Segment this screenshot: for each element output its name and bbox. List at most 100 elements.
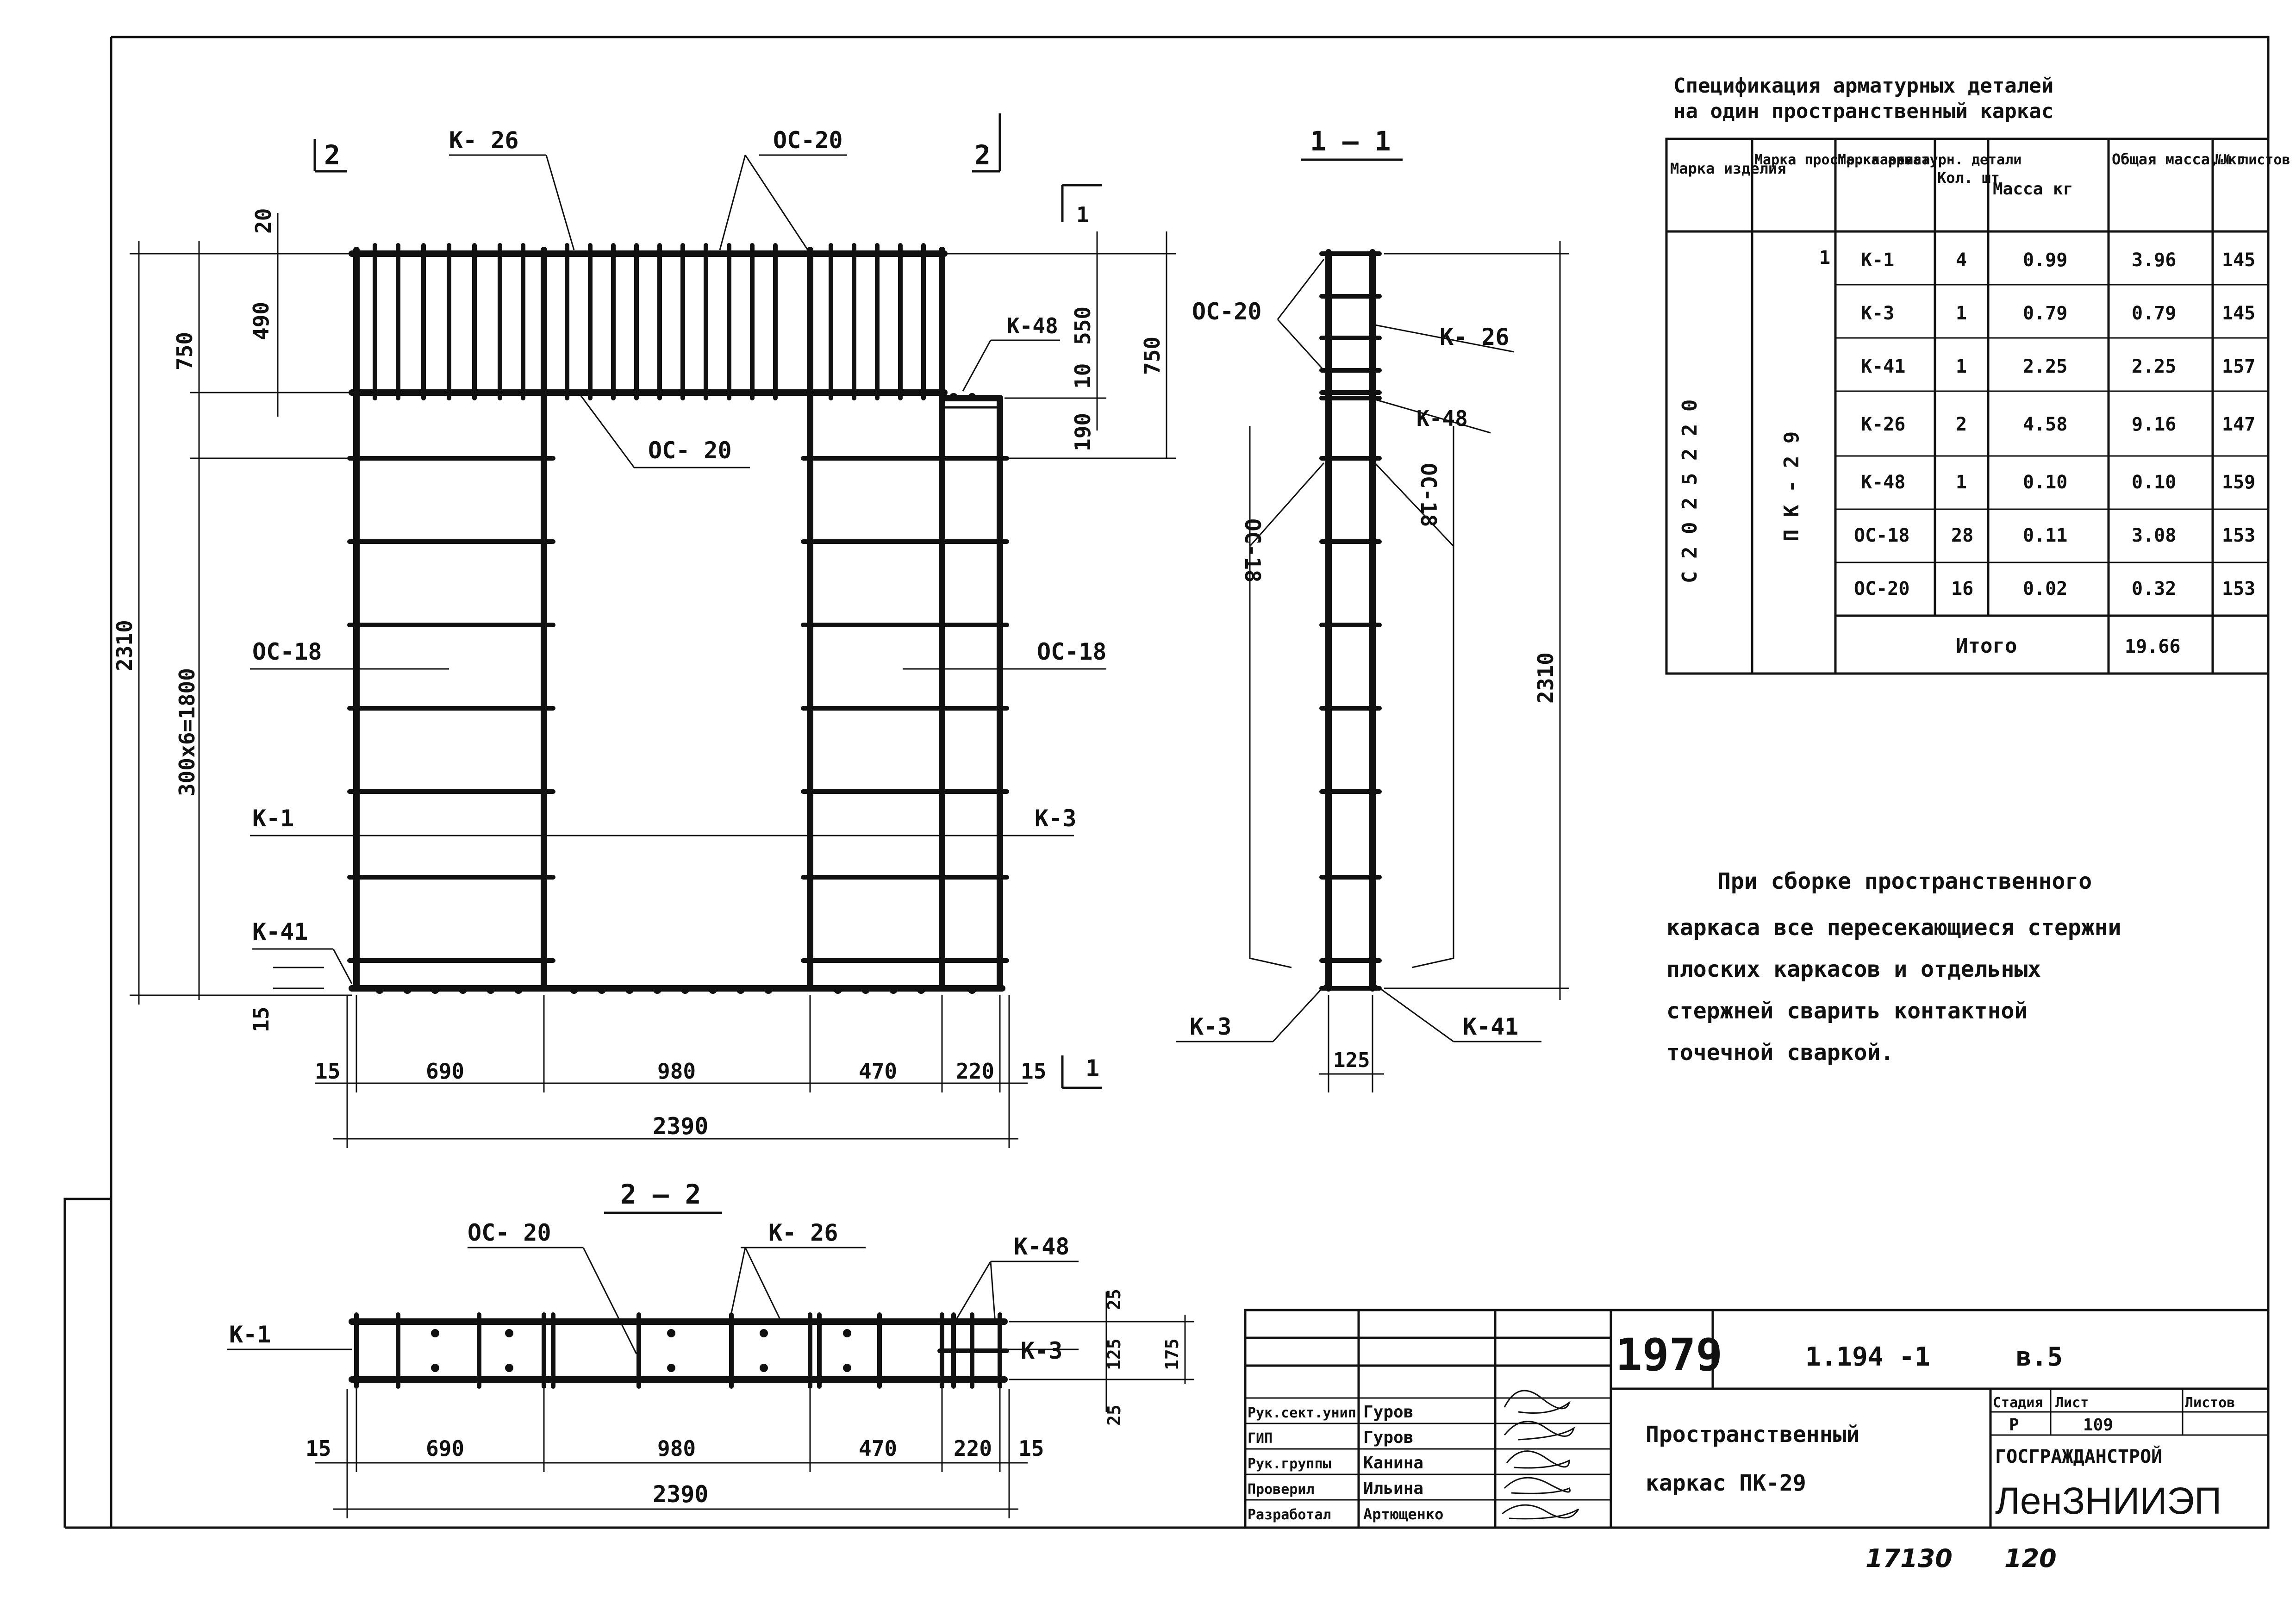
- svg-text:Канина: Канина: [1363, 1454, 1423, 1473]
- svg-text:1: 1: [1086, 1055, 1099, 1082]
- svg-text:К- 26: К- 26: [1440, 324, 1510, 350]
- svg-text:ОС- 20: ОС- 20: [468, 1219, 551, 1246]
- svg-text:К-41: К-41: [1861, 356, 1905, 377]
- spec-total-value: 19.66: [2125, 636, 2180, 657]
- svg-text:ОС-20: ОС-20: [1192, 298, 1262, 325]
- specification-table: Спецификация арматурных деталей на один …: [1665, 74, 2290, 675]
- svg-text:Общая масса, кг: Общая масса, кг: [2112, 150, 2246, 168]
- svg-text:ОС-18: ОС-18: [1240, 518, 1265, 582]
- svg-text:2: 2: [1956, 414, 1967, 435]
- svg-text:1: 1: [1956, 356, 1967, 377]
- svg-text:125: 125: [1104, 1338, 1124, 1370]
- svg-text:плоских каркасов и отдельных: плоских каркасов и отдельных: [1666, 956, 2041, 982]
- svg-text:С 2 0 2 5 2 2 0: С 2 0 2 5 2 2 0: [1678, 399, 1702, 583]
- svg-text:К-41: К-41: [1463, 1013, 1518, 1040]
- svg-text:1: 1: [1956, 472, 1967, 493]
- spec-title-line1: Спецификация арматурных деталей: [1673, 74, 2053, 98]
- archive-number: 17130: [1866, 1544, 1953, 1573]
- svg-text:980: 980: [657, 1059, 696, 1084]
- svg-text:Лист: Лист: [2055, 1395, 2089, 1411]
- svg-text:К-48: К-48: [1014, 1233, 1069, 1260]
- svg-text:Гуров: Гуров: [1363, 1403, 1413, 1422]
- svg-text:220: 220: [956, 1059, 994, 1084]
- svg-text:Марка простр. каркаса: Марка простр. каркаса: [1754, 152, 1930, 168]
- svg-text:ОС-18: ОС-18: [1854, 525, 1909, 546]
- signature-roles: Рук.сект.унип Гуров ГИП Гуров Рук.группы…: [1248, 1403, 1443, 1523]
- spec-total-label: Итого: [1956, 634, 2017, 658]
- svg-text:125: 125: [1333, 1049, 1370, 1072]
- section-1-1: 1 — 1 ОС-20 К- 26 К-48 ОС: [1176, 125, 1569, 1092]
- svg-text:28: 28: [1951, 525, 1973, 546]
- section-2-2-dots: [431, 1329, 851, 1372]
- svg-text:15: 15: [1018, 1436, 1044, 1461]
- svg-text:15: 15: [306, 1436, 331, 1461]
- svg-text:145: 145: [2222, 303, 2255, 324]
- side-rungs: [347, 456, 1009, 963]
- svg-text:Артющенко: Артющенко: [1363, 1505, 1443, 1523]
- svg-text:К-26: К-26: [1861, 414, 1905, 435]
- svg-text:10: 10: [1070, 363, 1095, 389]
- svg-text:220: 220: [954, 1436, 992, 1461]
- svg-text:4: 4: [1956, 250, 1967, 271]
- svg-text:0.10: 0.10: [2132, 472, 2176, 493]
- series-number: 1.194 -1: [1805, 1342, 1930, 1372]
- svg-text:К-3: К-3: [1190, 1013, 1231, 1040]
- svg-text:Р: Р: [2009, 1416, 2019, 1435]
- svg-text:К-1: К-1: [252, 805, 294, 832]
- svg-text:470: 470: [859, 1059, 897, 1084]
- svg-text:550: 550: [1070, 306, 1095, 345]
- svg-text:3.96: 3.96: [2132, 250, 2176, 271]
- svg-text:145: 145: [2222, 250, 2255, 271]
- svg-text:П К - 2 9: П К - 2 9: [1780, 431, 1803, 542]
- svg-text:190: 190: [1070, 413, 1095, 451]
- assembly-note: При сборке пространственного каркаса все…: [1666, 868, 2121, 1066]
- spec-row: К-3 1 0.79 0.79 145: [1861, 303, 2255, 324]
- svg-text:690: 690: [426, 1059, 464, 1084]
- svg-text:ОС-18: ОС-18: [1416, 463, 1441, 527]
- svg-text:750: 750: [1140, 337, 1165, 375]
- svg-text:Гуров: Гуров: [1363, 1428, 1413, 1447]
- svg-text:2310: 2310: [112, 620, 137, 671]
- svg-text:Проверил: Проверил: [1248, 1481, 1315, 1498]
- svg-text:2: 2: [324, 139, 340, 171]
- sheet-frame: [63, 36, 2270, 1529]
- svg-text:0.99: 0.99: [2023, 250, 2067, 271]
- svg-text:0.02: 0.02: [2023, 578, 2067, 599]
- top-mesh-bars: [373, 243, 926, 400]
- svg-text:точечной сваркой.: точечной сваркой.: [1666, 1040, 1894, 1066]
- svg-text:ОС-20: ОС-20: [1854, 578, 1909, 599]
- spec-row: ОС-18 28 0.11 3.08 153: [1854, 525, 2255, 546]
- section-mark-1-top: 1: [1061, 184, 1102, 227]
- svg-text:1: 1: [1819, 247, 1830, 268]
- svg-text:109: 109: [2083, 1416, 2113, 1435]
- org-ministry: ГОСГРАЖДАНСТРОЙ: [1995, 1445, 2162, 1467]
- svg-text:К-1: К-1: [1861, 250, 1894, 271]
- svg-text:Листов: Листов: [2185, 1395, 2235, 1411]
- front-bottom-dims: 15 690 980 470 220 15 2390 1: [315, 995, 1102, 1148]
- section-1-1-rungs: [1319, 251, 1382, 991]
- svg-text:2390: 2390: [653, 1481, 708, 1508]
- front-view: 2 2 1: [112, 113, 1176, 1148]
- svg-text:15: 15: [1021, 1059, 1046, 1084]
- spec-row: К-26 2 4.58 9.16 147: [1861, 414, 2255, 435]
- svg-text:490: 490: [249, 302, 274, 340]
- svg-text:0.79: 0.79: [2132, 303, 2176, 324]
- svg-text:Рук.группы: Рук.группы: [1248, 1456, 1331, 1472]
- svg-text:690: 690: [426, 1436, 464, 1461]
- svg-text:157: 157: [2222, 356, 2255, 377]
- svg-text:К- 26: К- 26: [768, 1219, 838, 1246]
- spec-row: К-41 1 2.25 2.25 157: [1861, 356, 2255, 377]
- drawing-name-line2: каркас ПК-29: [1646, 1470, 1806, 1496]
- front-left-dims: 20 490 750 2310 300х6=1800 15: [112, 208, 352, 1032]
- svg-text:К-41: К-41: [252, 918, 308, 945]
- svg-text:2: 2: [974, 139, 991, 171]
- svg-text:1 — 1: 1 — 1: [1310, 125, 1391, 157]
- svg-text:9.16: 9.16: [2132, 414, 2176, 435]
- svg-text:Марка арматурн. детали: Марка арматурн. детали: [1838, 152, 2021, 168]
- svg-text:750: 750: [172, 332, 197, 370]
- svg-text:каркаса все пересекающиеся сте: каркаса все пересекающиеся стержни: [1666, 915, 2121, 941]
- svg-text:1: 1: [1076, 202, 1089, 227]
- svg-text:К-48: К-48: [1007, 313, 1058, 338]
- svg-text:153: 153: [2222, 578, 2255, 599]
